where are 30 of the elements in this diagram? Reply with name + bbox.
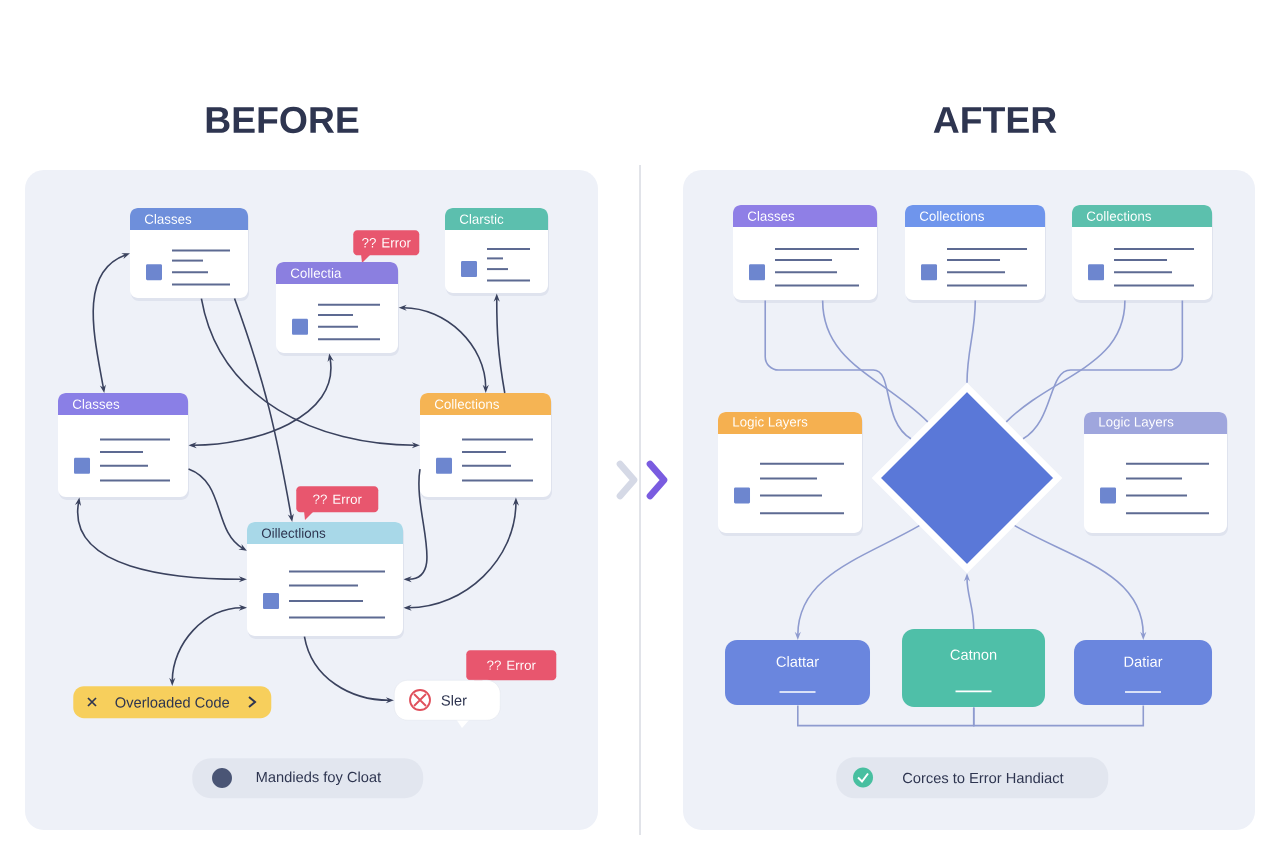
connector xyxy=(797,704,975,727)
connector xyxy=(966,299,977,384)
status-pill: Overloaded Code xyxy=(73,686,272,719)
error-tag: ?? Error xyxy=(296,486,379,520)
card: Collections xyxy=(1072,205,1213,303)
process-box: Datiar xyxy=(1074,640,1212,705)
status-pill: Corces to Error Handiact xyxy=(836,757,1109,799)
card: Collections xyxy=(420,393,552,500)
card: Oillectlions xyxy=(247,522,404,639)
section-heading: AFTER xyxy=(933,107,1057,133)
card: Logic Layers xyxy=(718,412,863,536)
status-pill: Mandieds foy Cloat xyxy=(192,758,424,799)
section-heading: BEFORE xyxy=(206,106,359,134)
error-tag: ?? Error xyxy=(353,230,420,263)
connector xyxy=(1005,299,1126,423)
connector xyxy=(764,299,912,440)
card: Clarstic xyxy=(445,208,549,296)
process-box: Catnon xyxy=(902,629,1045,707)
card: Classes xyxy=(58,393,189,500)
process-box: Clattar xyxy=(725,640,870,705)
connector xyxy=(972,704,1145,727)
card: Classes xyxy=(130,208,249,301)
connector xyxy=(821,299,929,423)
card: Classes xyxy=(733,205,878,303)
error-tag: ?? Error xyxy=(466,650,557,688)
connector xyxy=(1022,299,1184,440)
card: Collectia xyxy=(276,262,399,356)
card: Logic Layers xyxy=(1084,412,1228,536)
card: Collections xyxy=(905,205,1046,303)
speech-bubble: Sler xyxy=(394,680,501,728)
